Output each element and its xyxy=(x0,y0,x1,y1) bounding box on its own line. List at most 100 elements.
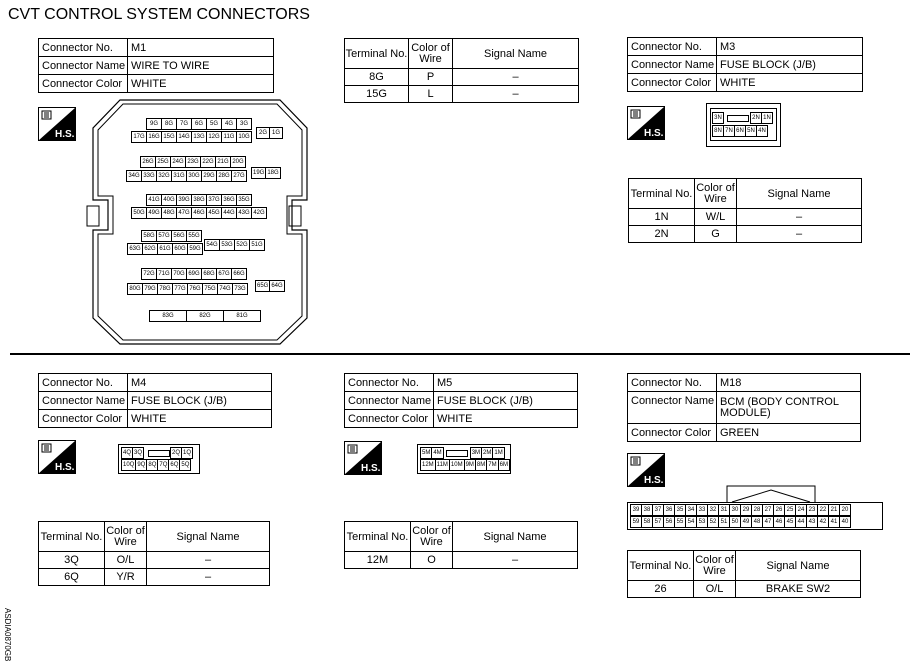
terminal-cavity: 27G xyxy=(231,170,247,182)
terminal-cavity: 2G xyxy=(256,127,270,139)
m18-connector-no: M18 xyxy=(716,373,861,392)
terminal-cavity: 52G xyxy=(234,239,250,251)
m5-connector-color: WHITE xyxy=(433,409,578,428)
terminal-cavity: 8G xyxy=(161,118,177,130)
terminal-cavity: 24G xyxy=(170,156,186,168)
terminal-cavity: 3N xyxy=(712,112,724,124)
terminal-cavity: 6M xyxy=(497,459,510,471)
svg-text:H.S.: H.S. xyxy=(361,463,381,474)
terminal-cavity: 45G xyxy=(206,207,222,219)
harness-side-icon: H.S. xyxy=(344,441,382,475)
terminal-cavity: 34G xyxy=(126,170,142,182)
terminal-cavity: 13G xyxy=(191,131,207,143)
terminal-cavity: 11G xyxy=(221,131,237,143)
terminal-cavity: 67G xyxy=(216,268,232,280)
m1-connector-outline xyxy=(86,99,308,345)
terminal-cavity: 1M xyxy=(492,447,505,459)
terminal-cavity: 81G xyxy=(223,310,261,322)
terminal-cavity: 12G xyxy=(206,131,222,143)
terminal-cavity: 78G xyxy=(157,283,173,295)
terminal-cavity: 32G xyxy=(156,170,172,182)
terminal-cavity: 61G xyxy=(157,243,173,255)
terminal-cavity: 15G xyxy=(161,131,177,143)
terminal-cavity: 63G xyxy=(127,243,143,255)
m5-connector-name: FUSE BLOCK (J/B) xyxy=(433,391,578,410)
terminal-cavity: 11M xyxy=(434,459,450,471)
terminal-cavity: 10G xyxy=(236,131,252,143)
terminal-cavity: 10Q xyxy=(121,459,137,471)
m4-connector-no: M4 xyxy=(127,373,272,392)
terminal-cavity: 77G xyxy=(172,283,188,295)
terminal-cavity: 54G xyxy=(204,239,220,251)
m3-connector-name: FUSE BLOCK (J/B) xyxy=(716,55,863,74)
figure-code: ASDIA0870GB xyxy=(3,608,12,662)
terminal-cavity: 29G xyxy=(201,170,217,182)
terminal-cavity: 53G xyxy=(219,239,235,251)
m1-connector-color: WHITE xyxy=(127,74,274,93)
terminal-cavity: 22G xyxy=(200,156,216,168)
svg-text:H.S.: H.S. xyxy=(55,462,75,473)
terminal-cavity: 36G xyxy=(221,194,237,206)
terminal-cavity: 49G xyxy=(146,207,162,219)
terminal-cavity: 43G xyxy=(236,207,252,219)
terminal-cavity: 30G xyxy=(186,170,202,182)
harness-side-icon: H.S. xyxy=(627,453,665,487)
terminal-cavity: 75G xyxy=(202,283,218,295)
terminal-cavity: 7G xyxy=(176,118,192,130)
terminal-cavity: 40G xyxy=(161,194,177,206)
terminal-cavity: 82G xyxy=(186,310,224,322)
terminal-cavity: 69G xyxy=(186,268,202,280)
terminal-cavity: 4M xyxy=(431,447,444,459)
terminal-cavity: 42G xyxy=(251,207,267,219)
section-divider xyxy=(10,353,910,355)
terminal-cavity: 1Q xyxy=(181,447,194,459)
terminal-cavity: 14G xyxy=(176,131,192,143)
m4-connector-name: FUSE BLOCK (J/B) xyxy=(127,391,272,410)
m1-connector-no: M1 xyxy=(127,38,274,57)
terminal-cavity: 83G xyxy=(149,310,187,322)
terminal-cavity: 21G xyxy=(215,156,231,168)
terminal-cavity: 12M xyxy=(420,459,436,471)
terminal-cavity: 47G xyxy=(176,207,192,219)
terminal-cavity: 58G xyxy=(141,230,157,242)
terminal-cavity: 20G xyxy=(230,156,246,168)
terminal-cavity: 31G xyxy=(171,170,187,182)
terminal-cavity: 35G xyxy=(236,194,252,206)
terminal-cavity: 28G xyxy=(216,170,232,182)
terminal-cavity: 19G xyxy=(251,167,267,179)
terminal-cavity: 26G xyxy=(140,156,156,168)
terminal-cavity: 76G xyxy=(187,283,203,295)
terminal-cavity: 41G xyxy=(146,194,162,206)
terminal-cavity: 40 xyxy=(839,516,851,528)
terminal-cavity: 23G xyxy=(185,156,201,168)
terminal-cavity: 25G xyxy=(155,156,171,168)
terminal-cavity: 48G xyxy=(161,207,177,219)
page-title: CVT CONTROL SYSTEM CONNECTORS xyxy=(8,6,310,23)
terminal-cavity: 17G xyxy=(131,131,147,143)
terminal-cavity: 66G xyxy=(231,268,247,280)
terminal-cavity: 70G xyxy=(171,268,187,280)
terminal-cavity: 74G xyxy=(217,283,233,295)
terminal-cavity: 80G xyxy=(127,283,143,295)
